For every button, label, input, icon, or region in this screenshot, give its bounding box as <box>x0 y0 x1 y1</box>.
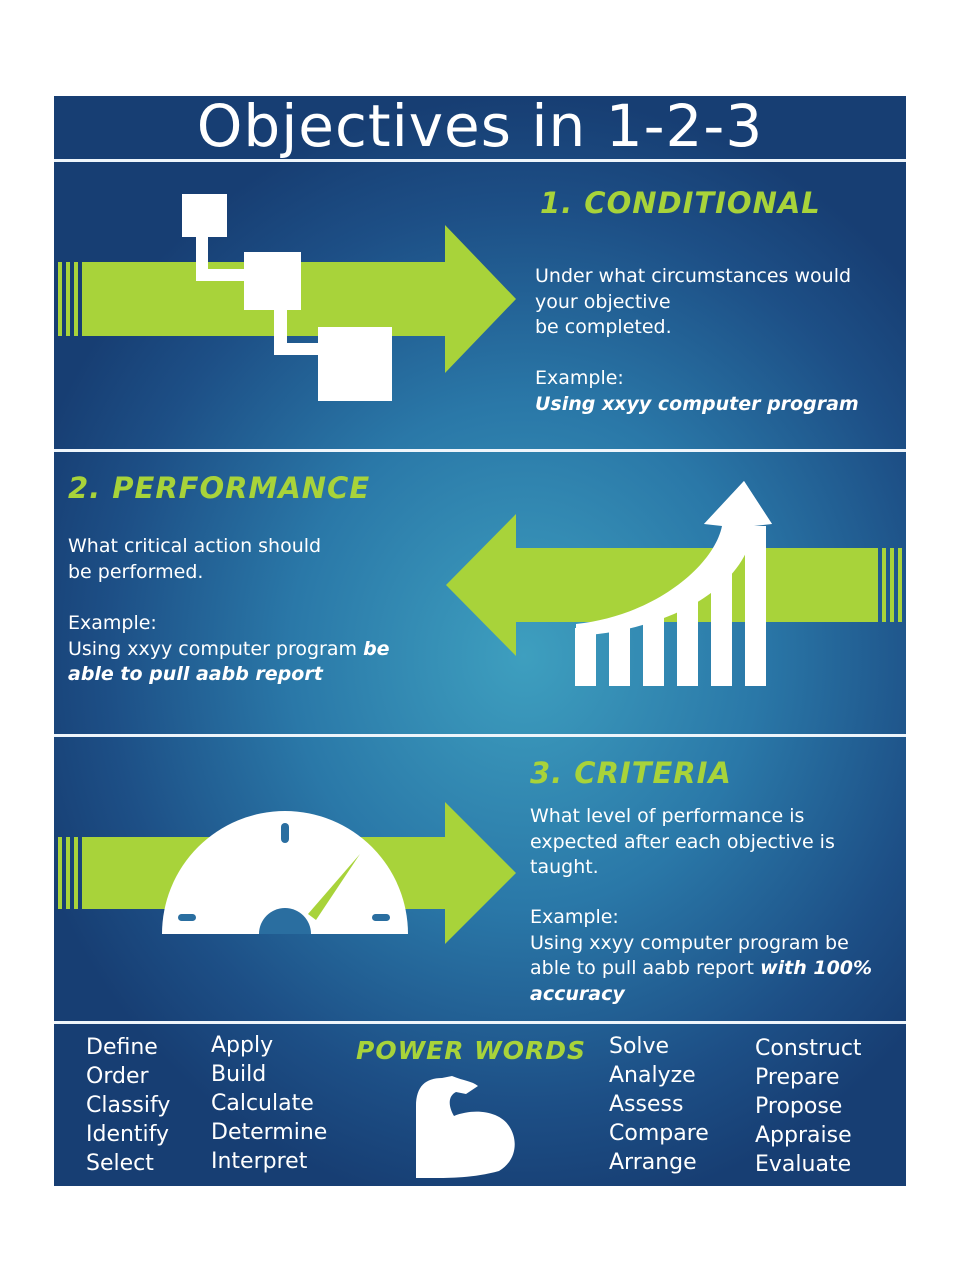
power-word: Evaluate <box>755 1152 852 1177</box>
infographic-poster: Objectives in 1-2-3 1. CONDITIONAL Under… <box>54 96 906 1186</box>
power-word: Identify <box>86 1122 170 1147</box>
section-example-conditional: Example: Using xxyy computer program <box>535 366 859 417</box>
section-body-performance: What critical action should be performed… <box>68 534 321 585</box>
power-words-column-3: Solve Analyze Assess Compare Arrange <box>609 1032 709 1177</box>
flowchart-icon <box>182 194 392 401</box>
section-example-criteria: Example: Using xxyy computer program be … <box>530 905 872 1007</box>
power-word: Arrange <box>609 1150 697 1175</box>
body-line: be completed. <box>535 316 672 338</box>
body-line: What critical action should <box>68 535 322 557</box>
flexed-arm-icon <box>416 1076 515 1178</box>
power-word: Apply <box>211 1033 274 1058</box>
power-word: Compare <box>609 1121 709 1146</box>
power-word: Order <box>86 1064 149 1089</box>
power-word: Analyze <box>609 1063 696 1088</box>
divider-2 <box>54 449 906 452</box>
power-words-column-2: Apply Build Calculate Determine Interpre… <box>211 1031 327 1176</box>
body-line: be performed. <box>68 560 204 583</box>
example-emphasis: with 100% <box>760 957 873 979</box>
body-line: your objective <box>535 290 671 313</box>
left-arrow-icon <box>446 514 902 656</box>
power-word: Define <box>86 1035 158 1060</box>
example-emphasis-2: able to pull aabb report <box>68 663 323 685</box>
section-heading-criteria: 3. CRITERIA <box>530 756 732 790</box>
body-line: taught. <box>530 856 599 878</box>
body-line: Under what circumstances would <box>535 265 852 287</box>
power-word: Calculate <box>211 1091 314 1116</box>
divider-4 <box>54 1021 906 1024</box>
power-word: Prepare <box>755 1065 840 1090</box>
power-word: Construct <box>755 1036 862 1061</box>
power-word: Select <box>86 1151 154 1176</box>
power-word: Classify <box>86 1093 171 1118</box>
example-text: Using xxyy computer program be <box>530 931 849 954</box>
power-word: Propose <box>755 1094 843 1119</box>
power-word: Determine <box>211 1120 328 1145</box>
gauge-icon <box>162 811 408 934</box>
infographic-artwork <box>58 194 902 1178</box>
example-text: Using xxyy computer program <box>535 392 859 415</box>
example-label: Example: <box>68 612 157 634</box>
power-word: Build <box>211 1062 267 1087</box>
section-heading-conditional: 1. CONDITIONAL <box>540 186 821 220</box>
section-body-criteria: What level of performance is expected af… <box>530 804 835 881</box>
example-emphasis: be <box>363 637 390 660</box>
section-heading-performance: 2. PERFORMANCE <box>68 471 371 505</box>
power-word: Solve <box>609 1034 670 1059</box>
body-line: expected after each objective is <box>530 830 835 853</box>
example-text-2: able to pull aabb report <box>530 957 755 979</box>
example-label: Example: <box>530 906 619 928</box>
page-title: Objectives in 1-2-3 <box>196 96 764 160</box>
power-word: Appraise <box>755 1123 852 1148</box>
section-body-conditional: Under what circumstances would your obje… <box>535 264 851 341</box>
power-word: Interpret <box>211 1149 308 1174</box>
example-text: Using xxyy computer program <box>68 637 358 660</box>
example-emphasis-2: accuracy <box>530 982 625 1005</box>
growth-chart-icon <box>575 481 772 686</box>
power-words-column-1: Define Order Classify Identify Select <box>86 1033 170 1178</box>
power-word: Assess <box>609 1092 684 1117</box>
body-line: What level of performance is <box>530 805 805 827</box>
power-words-column-4: Construct Prepare Propose Appraise Evalu… <box>755 1034 862 1179</box>
section-example-performance: Example: Using xxyy computer program be … <box>68 611 390 688</box>
power-words-heading: POWER WORDS <box>356 1036 587 1065</box>
divider-3 <box>54 734 906 737</box>
divider-1 <box>54 159 906 162</box>
example-label: Example: <box>535 367 624 389</box>
